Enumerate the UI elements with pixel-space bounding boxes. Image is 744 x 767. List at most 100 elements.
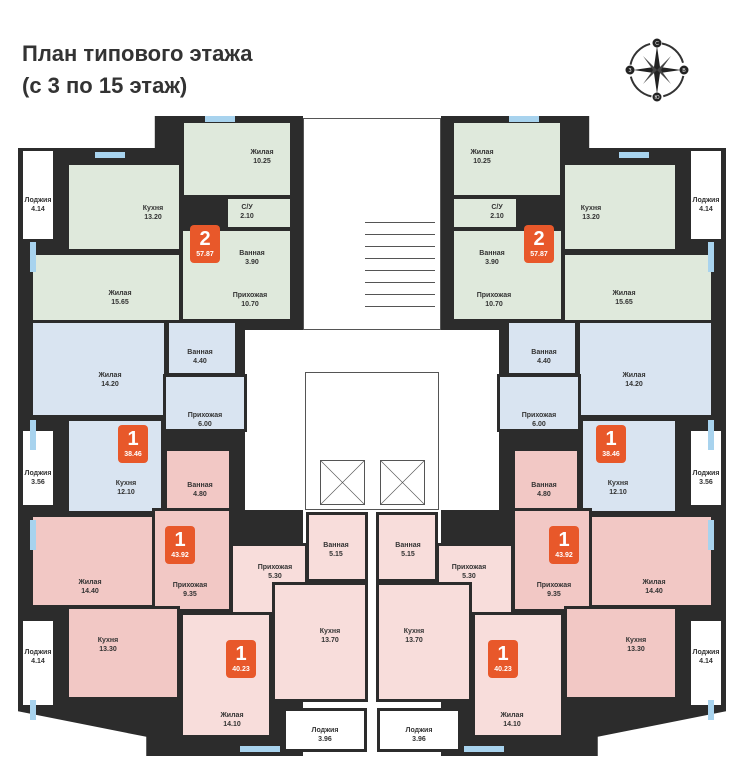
room-area: 4.14 bbox=[31, 206, 45, 213]
apartment-area: 38.46 bbox=[124, 451, 142, 458]
room-name: Ванная bbox=[323, 542, 349, 549]
room-area: 3.90 bbox=[245, 259, 259, 266]
room-name: Ванная bbox=[479, 250, 505, 257]
page-title: План типового этажа (с 3 по 15 этаж) bbox=[22, 38, 253, 102]
room-left-apt1-2 bbox=[66, 162, 182, 252]
room-area: 13.70 bbox=[405, 637, 423, 644]
room-left-apt2-2 bbox=[166, 320, 238, 376]
room-name: Жилая bbox=[500, 712, 524, 719]
room-area: 12.10 bbox=[609, 489, 627, 496]
room-left-apt4-2 bbox=[306, 512, 368, 582]
room-area: 4.14 bbox=[699, 206, 713, 213]
apartment-area: 57.87 bbox=[530, 251, 548, 258]
window-left-5 bbox=[205, 116, 235, 122]
room-area: 14.10 bbox=[223, 721, 241, 728]
stair-step bbox=[365, 282, 435, 283]
room-label-left-apt2-1: Жилая 14.20 bbox=[98, 371, 121, 389]
room-label-left-apt2-4: Кухня 12.10 bbox=[116, 479, 136, 497]
room-name: Ванная bbox=[395, 542, 421, 549]
room-area: 14.40 bbox=[645, 588, 663, 595]
room-area: 3.90 bbox=[485, 259, 499, 266]
room-area: 10.70 bbox=[485, 301, 503, 308]
elevator-right bbox=[380, 460, 425, 505]
room-right-apt3-4 bbox=[564, 606, 678, 700]
room-count: 2 bbox=[199, 228, 211, 250]
compass-west: З bbox=[628, 68, 631, 74]
room-name: Кухня bbox=[607, 480, 629, 487]
room-name: Ванная bbox=[531, 482, 557, 489]
window-right-3 bbox=[708, 520, 714, 550]
apartment-area: 40.23 bbox=[494, 666, 512, 673]
window-right-1 bbox=[708, 242, 714, 272]
room-area: 14.20 bbox=[101, 381, 119, 388]
room-name: Кухня bbox=[580, 205, 602, 212]
room-area: 4.40 bbox=[537, 358, 551, 365]
room-name: Прихожая bbox=[476, 292, 512, 299]
window-right-7 bbox=[464, 746, 504, 752]
room-area: 15.65 bbox=[615, 299, 633, 306]
room-count: 1 bbox=[174, 529, 186, 551]
room-name: Кухня bbox=[115, 480, 137, 487]
room-area: 12.10 bbox=[117, 489, 135, 496]
room-area: 13.20 bbox=[582, 214, 600, 221]
elevator-left bbox=[320, 460, 365, 505]
room-area: 14.20 bbox=[625, 381, 643, 388]
stair-step bbox=[365, 294, 435, 295]
room-left-apt4-5 bbox=[283, 708, 367, 752]
room-area: 9.35 bbox=[547, 591, 561, 598]
window-right-4 bbox=[708, 700, 714, 720]
window-right-5 bbox=[509, 116, 539, 122]
window-left-7 bbox=[240, 746, 280, 752]
room-name: Жилая bbox=[642, 579, 666, 586]
room-label-right-apt4-3: Кухня 13.70 bbox=[404, 627, 424, 645]
room-name: Лоджия bbox=[24, 649, 52, 656]
room-right-apt2-1 bbox=[577, 320, 714, 418]
room-area: 9.35 bbox=[183, 591, 197, 598]
room-area: 4.80 bbox=[537, 491, 551, 498]
room-right-apt1-6 bbox=[562, 252, 714, 332]
window-left-3 bbox=[30, 520, 36, 550]
room-area: 4.14 bbox=[699, 658, 713, 665]
room-name: Прихожая bbox=[257, 564, 293, 571]
room-area: 5.15 bbox=[329, 551, 343, 558]
room-area: 10.25 bbox=[473, 158, 491, 165]
room-right-apt4-4 bbox=[472, 612, 564, 738]
room-right-apt3-2 bbox=[588, 514, 714, 608]
room-label-right-apt3-1: Ванная 4.80 bbox=[531, 481, 556, 499]
room-right-apt1-3 bbox=[451, 120, 563, 198]
apartment-area: 57.87 bbox=[196, 251, 214, 258]
apartment-area: 43.92 bbox=[171, 552, 189, 559]
room-name: Лоджия bbox=[24, 197, 52, 204]
title-line-1: План типового этажа bbox=[22, 41, 253, 66]
room-name: Прихожая bbox=[232, 292, 268, 299]
room-name: Кухня bbox=[625, 637, 647, 644]
room-left-apt3-4 bbox=[66, 606, 180, 700]
room-name: Жилая bbox=[98, 372, 122, 379]
room-name: Кухня bbox=[403, 628, 425, 635]
window-left-6 bbox=[95, 152, 125, 158]
room-name: Кухня bbox=[142, 205, 164, 212]
stair-step bbox=[365, 234, 435, 235]
room-area: 13.20 bbox=[144, 214, 162, 221]
